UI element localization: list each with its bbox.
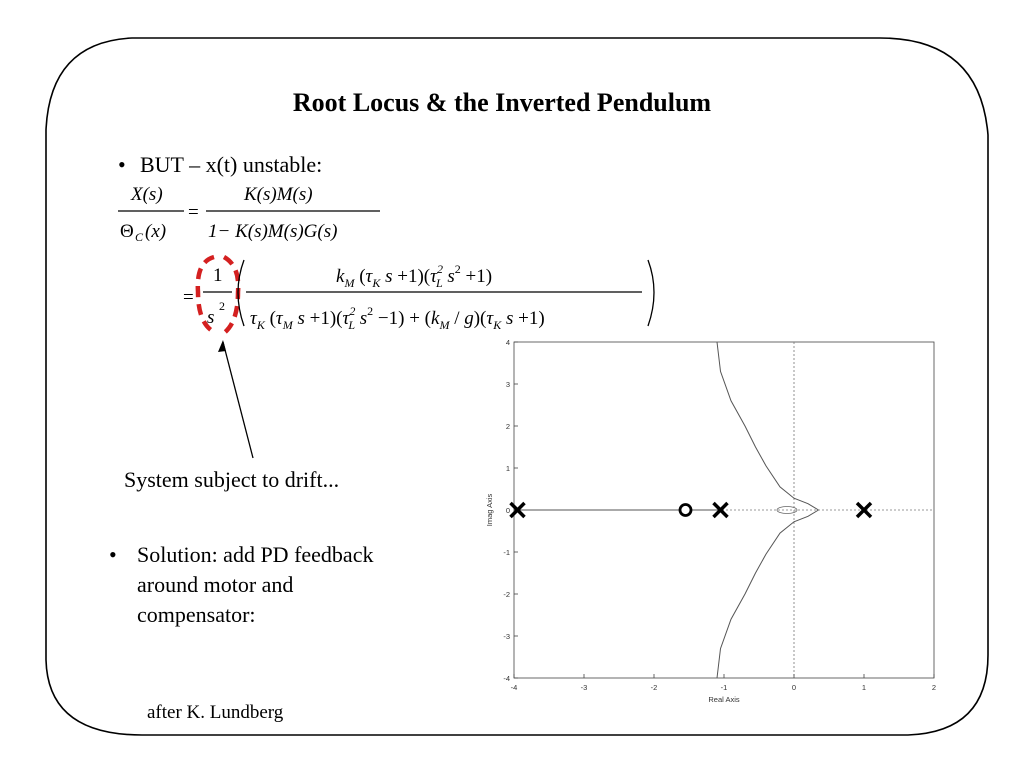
eq1-lhs-den-rest: (x): [145, 221, 166, 242]
equation-1: X(s) Θ C (x) = K(s)M(s) 1− K(s)M(s)G(s): [118, 184, 380, 244]
eq1-rhs-denominator: 1− K(s)M(s)G(s): [208, 221, 337, 242]
eq1-lhs-den-theta: Θ: [120, 221, 134, 242]
x-tick-label: 2: [932, 683, 936, 692]
annotation-drift: System subject to drift...: [124, 467, 340, 492]
bullet-dot: •: [118, 152, 126, 177]
highlight-left-dashes: [195, 254, 218, 336]
bullet-but-text: BUT – x(t) unstable:: [140, 152, 323, 177]
bullet-dot: •: [109, 542, 117, 567]
annotation-arrow: [218, 340, 254, 459]
y-tick-label: 0: [506, 506, 510, 515]
zero-marker: [678, 503, 693, 517]
x-tick-label: -3: [581, 683, 588, 692]
y-tick-label: 2: [506, 422, 510, 431]
y-tick-label: -4: [503, 674, 510, 683]
slide-title: Root Locus & the Inverted Pendulum: [292, 88, 712, 117]
highlight-right-dashes: [222, 255, 241, 335]
pole-marker: [855, 501, 873, 519]
eq2-den-exp: 2: [219, 299, 225, 313]
eq2-equals: =: [183, 287, 194, 308]
y-tick-label: -1: [503, 548, 510, 557]
locus-small-loop: [776, 506, 798, 514]
eq1-equals: =: [188, 202, 199, 223]
eq1-rhs-numerator: K(s)M(s): [243, 184, 313, 205]
eq2-right-paren: [647, 259, 655, 327]
eq2-left-paren: [237, 259, 245, 327]
eq2-one-over: 1: [213, 265, 223, 286]
x-tick-label: 0: [792, 683, 796, 692]
eq1-lhs-numerator: X(s): [130, 184, 163, 205]
eq2-den-s: s: [207, 307, 214, 328]
bullet-solution-line-1: Solution: add PD feedback: [137, 542, 374, 567]
bullet-solution-line-2: around motor and: [137, 572, 294, 597]
pole-marker: [712, 501, 729, 519]
x-tick-label: -2: [651, 683, 658, 692]
x-tick-label: -1: [721, 683, 728, 692]
locus-branch-upper: [716, 341, 819, 511]
bullet-solution: • Solution: add PD feedback around motor…: [109, 540, 374, 630]
x-tick-label: 1: [862, 683, 866, 692]
y-tick-label: -2: [503, 590, 510, 599]
eq1-lhs-den-sub: C: [135, 230, 144, 244]
locus-branch-lower: [716, 509, 819, 679]
x-tick-label: -4: [511, 683, 518, 692]
bullet-but: • BUT – x(t) unstable:: [118, 150, 323, 180]
footer-credit: after K. Lundberg: [147, 702, 284, 723]
y-axis-label: Imag Axis: [485, 493, 494, 526]
x-axis-label: Real Axis: [708, 695, 740, 704]
bullet-solution-line-3: compensator:: [137, 602, 256, 627]
y-tick-label: -3: [503, 632, 510, 641]
pole-marker: [509, 501, 526, 519]
y-tick-label: 4: [506, 338, 510, 347]
y-tick-label: 3: [506, 380, 510, 389]
y-tick-label: 1: [506, 464, 510, 473]
